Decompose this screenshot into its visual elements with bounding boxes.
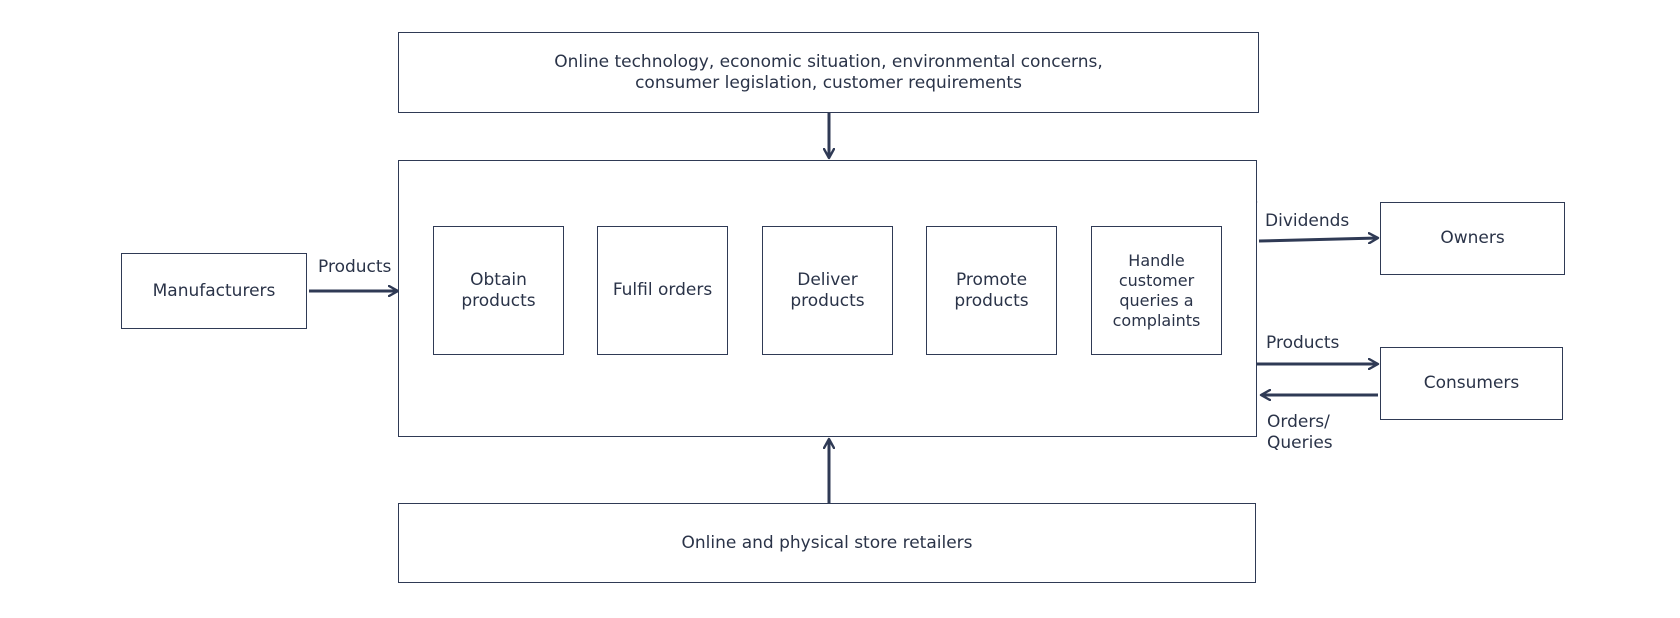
label-dividends: Dividends — [1265, 211, 1350, 231]
process-handle-text: Handle customer queries a complaints — [1112, 250, 1201, 330]
consumers-box: Consumers — [1380, 347, 1563, 420]
manufacturers-box: Manufacturers — [121, 253, 307, 329]
process-fulfil-text: Fulfil orders — [612, 280, 713, 300]
retailers-text: Online and physical store retailers — [681, 532, 973, 553]
environment-box: Online technology, economic situation, e… — [398, 32, 1259, 113]
owners-box: Owners — [1380, 202, 1565, 275]
arrow-dividends-to-owners — [1258, 238, 1378, 241]
owners-text: Owners — [1440, 228, 1505, 248]
manufacturers-text: Manufacturers — [152, 280, 276, 301]
process-promote-box: Promote products — [926, 226, 1057, 355]
process-obtain-box: Obtain products — [433, 226, 564, 355]
process-deliver-text: Deliver products — [790, 269, 865, 311]
retailers-box: Online and physical store retailers — [398, 503, 1256, 583]
process-deliver-box: Deliver products — [762, 226, 893, 355]
environment-text: Online technology, economic situation, e… — [554, 51, 1103, 93]
label-products-in: Products — [318, 257, 392, 277]
process-fulfil-box: Fulfil orders — [597, 226, 728, 355]
consumers-text: Consumers — [1423, 373, 1520, 393]
process-handle-box: Handle customer queries a complaints — [1091, 226, 1222, 355]
label-products-out: Products — [1266, 333, 1340, 353]
process-promote-text: Promote products — [954, 269, 1029, 311]
process-obtain-text: Obtain products — [461, 269, 536, 311]
label-orders-queries: Orders/ Queries — [1267, 412, 1333, 453]
